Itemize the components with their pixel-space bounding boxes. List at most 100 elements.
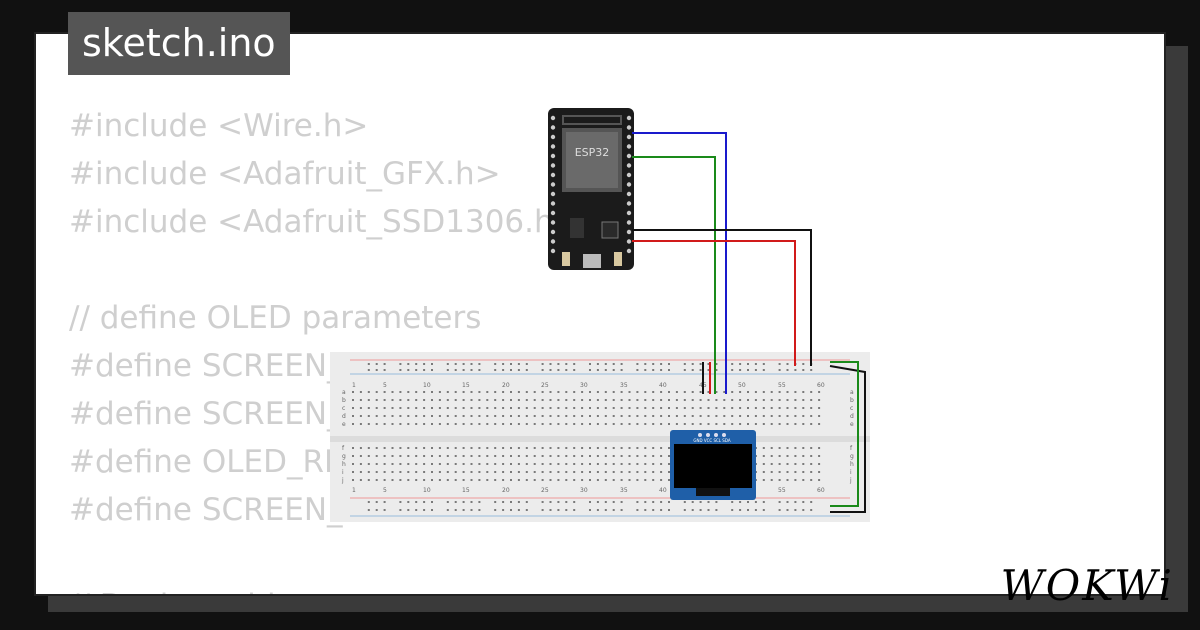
breadboard-hole: [596, 501, 599, 503]
breadboard-hole: [802, 463, 805, 465]
breadboard-hole: [762, 479, 765, 481]
breadboard-hole: [446, 471, 449, 473]
breadboard-number: 10: [423, 382, 431, 389]
breadboard-hole: [810, 391, 813, 393]
wire-gnd-esp: [632, 229, 812, 366]
breadboard-hole: [754, 415, 757, 417]
breadboard-hole: [502, 479, 505, 481]
breadboard-hole: [446, 509, 449, 511]
breadboard-hole: [707, 415, 710, 417]
breadboard-hole: [802, 415, 805, 417]
breadboard-hole: [359, 423, 362, 425]
breadboard-hole: [415, 509, 418, 511]
breadboard-hole: [596, 399, 599, 401]
breadboard-hole: [754, 363, 757, 365]
breadboard-hole: [557, 509, 560, 511]
breadboard-hole: [470, 479, 473, 481]
breadboard-hole: [565, 509, 568, 511]
breadboard-hole: [383, 479, 386, 481]
breadboard-hole: [359, 415, 362, 417]
breadboard-hole: [668, 369, 670, 371]
esp32-pin: [550, 163, 556, 168]
breadboard-hole: [399, 447, 402, 449]
breadboard-hole: [747, 407, 749, 409]
breadboard-hole: [660, 509, 663, 511]
breadboard-hole: [525, 479, 528, 481]
esp32-pin: [626, 248, 632, 254]
breadboard-hole: [802, 369, 805, 371]
breadboard-hole: [794, 509, 797, 511]
breadboard-hole: [652, 369, 655, 371]
file-tab[interactable]: sketch.ino: [68, 12, 290, 75]
breadboard-hole: [589, 363, 591, 365]
esp32-pin: [626, 144, 632, 149]
breadboard-hole: [644, 501, 647, 503]
breadboard-hole: [573, 455, 576, 457]
breadboard-hole: [359, 391, 362, 393]
breadboard-row-label: c: [850, 405, 853, 412]
breadboard-hole: [359, 463, 362, 465]
esp32-pin: [626, 115, 632, 121]
wire-rail-vcc: [830, 361, 859, 507]
breadboard-hole: [818, 391, 821, 393]
breadboard-hole: [675, 423, 678, 425]
esp32-pin: [626, 134, 632, 140]
breadboard-hole: [470, 455, 473, 457]
breadboard-hole: [359, 447, 362, 449]
breadboard-hole: [612, 415, 615, 417]
breadboard-hole: [431, 363, 433, 365]
esp32-board[interactable]: ESP32: [548, 108, 634, 270]
breadboard-number: 50: [738, 382, 746, 389]
breadboard-hole: [415, 479, 418, 481]
breadboard-hole: [391, 423, 394, 425]
breadboard-hole: [525, 509, 528, 511]
breadboard-hole: [612, 369, 615, 371]
breadboard-hole: [620, 471, 623, 473]
breadboard-hole: [407, 501, 410, 503]
breadboard[interactable]: 1155101015152020252530303535404045455050…: [330, 352, 870, 522]
breadboard-hole: [699, 391, 702, 393]
breadboard-hole: [636, 391, 639, 393]
breadboard-hole: [494, 415, 497, 417]
breadboard-hole: [415, 501, 418, 503]
oled-display[interactable]: GND VCC SCL SDA: [670, 430, 756, 500]
breadboard-hole: [549, 369, 552, 371]
breadboard-number: 60: [817, 487, 825, 494]
breadboard-hole: [565, 399, 568, 401]
breadboard-hole: [517, 407, 520, 409]
breadboard-row-label: g: [850, 453, 854, 460]
breadboard-hole: [778, 463, 781, 465]
breadboard-hole: [494, 369, 497, 371]
breadboard-hole: [731, 407, 734, 409]
breadboard-hole: [668, 501, 670, 503]
breadboard-hole: [739, 423, 742, 425]
breadboard-hole: [683, 399, 686, 401]
breadboard-hole: [604, 455, 607, 457]
breadboard-hole: [723, 391, 726, 393]
esp32-pin: [626, 125, 632, 130]
breadboard-hole: [359, 455, 362, 457]
breadboard-hole: [762, 455, 765, 457]
breadboard-hole: [557, 455, 560, 457]
breadboard-hole: [620, 423, 623, 425]
breadboard-hole: [525, 501, 528, 503]
breadboard-hole: [636, 455, 639, 457]
breadboard-hole: [786, 447, 789, 449]
breadboard-hole: [754, 501, 757, 503]
breadboard-hole: [541, 363, 544, 365]
breadboard-hole: [612, 479, 615, 481]
breadboard-hole: [668, 407, 670, 409]
breadboard-hole: [778, 479, 781, 481]
code-line: #include <Adafruit_GFX.h>: [69, 156, 501, 192]
breadboard-hole: [565, 415, 568, 417]
breadboard-hole: [431, 399, 433, 401]
breadboard-hole: [636, 479, 639, 481]
breadboard-hole: [770, 399, 773, 401]
breadboard-hole: [478, 455, 481, 457]
breadboard-hole: [375, 509, 378, 511]
breadboard-hole: [620, 463, 623, 465]
breadboard-hole: [652, 407, 655, 409]
breadboard-number: 40: [659, 382, 667, 389]
breadboard-hole: [375, 363, 378, 365]
breadboard-hole: [723, 415, 726, 417]
